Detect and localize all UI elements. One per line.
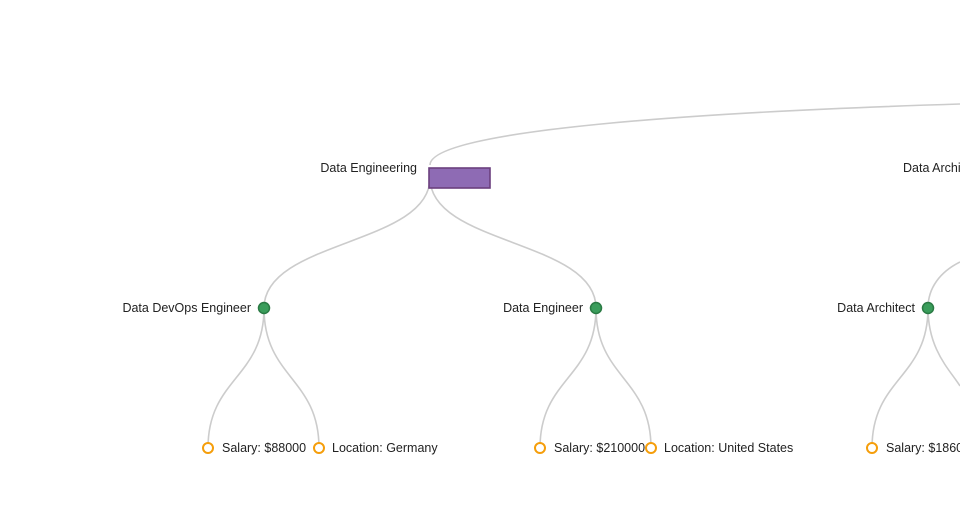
leaf-label: Salary: $210000 bbox=[554, 441, 645, 455]
link-engineer-salary bbox=[539, 307, 597, 449]
role-dot[interactable] bbox=[257, 301, 271, 315]
leaf-label: Salary: $1860 bbox=[886, 441, 960, 455]
role-dot[interactable] bbox=[589, 301, 603, 315]
role-node-data-devops-engineer[interactable]: Data DevOps Engineer bbox=[122, 301, 271, 315]
role-label: Data DevOps Engineer bbox=[122, 301, 251, 315]
link-architect-salary bbox=[871, 307, 929, 449]
leaf-dot[interactable] bbox=[534, 442, 546, 454]
leaf-dot[interactable] bbox=[313, 442, 325, 454]
leaf-node-architect-salary[interactable]: Salary: $1860 bbox=[866, 441, 960, 455]
link-root-data-engineering bbox=[429, 103, 960, 166]
role-node-data-architect[interactable]: Data Architect bbox=[837, 301, 935, 315]
leaf-node-engineer-location[interactable]: Location: United States bbox=[645, 441, 793, 455]
leaf-label: Location: Germany bbox=[332, 441, 438, 455]
leaf-dot[interactable] bbox=[866, 442, 878, 454]
role-label: Data Engineer bbox=[503, 301, 583, 315]
link-data-engineering-devops bbox=[263, 177, 431, 309]
link-devops-location bbox=[263, 307, 320, 449]
leaf-label: Location: United States bbox=[664, 441, 793, 455]
leaf-node-engineer-salary[interactable]: Salary: $210000 bbox=[534, 441, 645, 455]
leaf-label: Salary: $88000 bbox=[222, 441, 306, 455]
link-data-engineering-engineer bbox=[429, 177, 597, 309]
role-node-data-engineer[interactable]: Data Engineer bbox=[503, 301, 603, 315]
category-node-data-archi[interactable]: Data Archi bbox=[903, 161, 960, 175]
category-box[interactable] bbox=[428, 167, 491, 189]
link-devops-salary bbox=[207, 307, 265, 449]
leaf-node-devops-salary[interactable]: Salary: $88000 bbox=[202, 441, 306, 455]
category-label: Data Archi bbox=[903, 161, 960, 175]
leaf-dot[interactable] bbox=[645, 442, 657, 454]
category-label: Data Engineering bbox=[320, 161, 417, 175]
link-engineer-location bbox=[595, 307, 652, 449]
role-dot[interactable] bbox=[921, 301, 935, 315]
role-label: Data Architect bbox=[837, 301, 915, 315]
tree-links bbox=[207, 103, 960, 449]
link-architect-offscreen bbox=[927, 307, 960, 387]
link-data-archi-architect bbox=[927, 261, 960, 309]
leaf-dot[interactable] bbox=[202, 442, 214, 454]
leaf-node-devops-location[interactable]: Location: Germany bbox=[313, 441, 438, 455]
category-node-data-engineering[interactable]: Data Engineering bbox=[320, 161, 491, 189]
